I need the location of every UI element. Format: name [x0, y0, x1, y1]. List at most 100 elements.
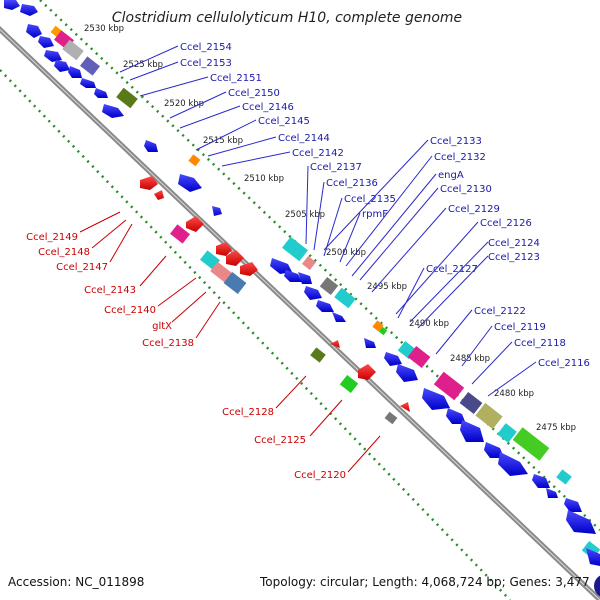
- forward-gene: [378, 326, 388, 336]
- corner-marker: [594, 575, 600, 597]
- forward-gene: [334, 287, 356, 309]
- kbp-label: 2525 kbp: [123, 60, 163, 70]
- forward-gene: [446, 408, 466, 424]
- reverse-gene: [186, 216, 204, 232]
- gene-label: Ccel_2122: [474, 306, 526, 317]
- gene-label: Ccel_2147: [56, 262, 108, 273]
- reverse-gene-labels: Ccel_2149 Ccel_2148 Ccel_2147 Ccel_2143 …: [26, 232, 346, 481]
- forward-gene: [80, 78, 96, 88]
- reverse-label-leaders: [79, 211, 381, 473]
- forward-gene: [475, 402, 503, 430]
- gene-label: Ccel_2133: [430, 136, 482, 147]
- forward-gene: [384, 352, 402, 366]
- genome-summary-text: Topology: circular; Length: 4,068,724 bp…: [259, 575, 590, 589]
- gene-label: Ccel_2144: [278, 133, 330, 144]
- genome-backbone: [0, 26, 600, 600]
- forward-gene: [564, 498, 582, 512]
- reverse-gene: [339, 374, 359, 394]
- forward-gene: [566, 510, 596, 534]
- forward-gene: [20, 4, 38, 16]
- gene-label: Ccel_2143: [84, 285, 136, 296]
- forward-gene: [497, 423, 517, 443]
- kbp-label: 2510 kbp: [244, 174, 284, 184]
- forward-gene: [188, 154, 201, 167]
- reverse-gene: [384, 411, 398, 425]
- gene-label: Ccel_2137: [310, 162, 362, 173]
- accession-text: Accession: NC_011898: [8, 575, 144, 589]
- kbp-scale: 2530 kbp 2525 kbp 2520 kbp 2515 kbp 2510…: [84, 24, 576, 433]
- gene-label: Ccel_2136: [326, 178, 378, 189]
- gene-label: Ccel_2146: [242, 102, 294, 113]
- forward-gene: [298, 272, 312, 284]
- map-title: Clostridium cellulolyticum H10, complete…: [112, 10, 462, 26]
- reverse-gene: [226, 250, 244, 266]
- forward-label-leaders: [119, 45, 537, 397]
- gene-label: Ccel_2126: [480, 218, 532, 229]
- forward-gene: [26, 24, 42, 38]
- reverse-gene: [240, 262, 258, 276]
- gene-label: Ccel_2148: [38, 247, 90, 258]
- gene-label: Ccel_2154: [180, 42, 232, 53]
- forward-gene: [407, 345, 431, 369]
- kbp-label: 2490 kbp: [409, 319, 449, 329]
- gene-label: Ccel_2119: [494, 322, 546, 333]
- forward-gene: [80, 56, 100, 76]
- forward-strand-features: [4, 0, 600, 566]
- gene-label: Ccel_2142: [292, 148, 344, 159]
- forward-gene: [102, 104, 124, 118]
- gene-label: Ccel_2132: [434, 152, 486, 163]
- gene-label: Ccel_2138: [142, 338, 194, 349]
- forward-gene: [68, 66, 82, 78]
- forward-gene: [332, 312, 346, 322]
- forward-gene: [433, 371, 465, 401]
- gene-label: Ccel_2128: [222, 407, 274, 418]
- kbp-label: 2495 kbp: [367, 282, 407, 292]
- forward-gene: [532, 474, 550, 488]
- gene-label: Ccel_2140: [104, 305, 156, 316]
- reverse-gene: [170, 224, 190, 244]
- forward-gene: [270, 258, 292, 274]
- gene-label: Ccel_2127: [426, 264, 478, 275]
- gene-label: Ccel_2145: [258, 116, 310, 127]
- forward-gene: [284, 270, 302, 282]
- forward-gene: [586, 548, 600, 566]
- reverse-gene: [140, 176, 158, 190]
- forward-gene: [319, 276, 339, 296]
- reverse-gene: [154, 190, 164, 200]
- reverse-gene: [223, 271, 247, 295]
- kbp-label: 2505 kbp: [285, 210, 325, 220]
- reverse-gene: [330, 340, 340, 348]
- reverse-strand-features: [140, 176, 410, 425]
- kbp-label: 2515 kbp: [203, 136, 243, 146]
- gene-label: Ccel_2118: [514, 338, 566, 349]
- forward-gene: [372, 320, 384, 332]
- gene-label: Ccel_2125: [254, 435, 306, 446]
- gene-label: Ccel_2150: [228, 88, 280, 99]
- kbp-label: 2475 kbp: [536, 423, 576, 433]
- gene-label: Ccel_2135: [344, 194, 396, 205]
- forward-gene: [282, 236, 308, 262]
- forward-gene: [316, 300, 334, 312]
- gene-label: Ccel_2116: [538, 358, 590, 369]
- gene-label: engA: [438, 170, 464, 181]
- forward-gene: [556, 469, 572, 485]
- kbp-label: 2520 kbp: [164, 99, 204, 109]
- forward-gene: [459, 391, 483, 415]
- reverse-gene: [200, 250, 220, 270]
- gene-label: Ccel_2149: [26, 232, 78, 243]
- forward-gene: [304, 286, 322, 300]
- forward-gene: [512, 427, 550, 461]
- gene-label: Ccel_2120: [294, 470, 346, 481]
- kbp-label: 2500 kbp: [326, 248, 366, 258]
- forward-gene: [94, 88, 108, 98]
- forward-gene: [546, 488, 558, 498]
- gene-label: Ccel_2153: [180, 58, 232, 69]
- forward-gene: [38, 36, 54, 48]
- kbp-label: 2530 kbp: [84, 24, 124, 34]
- gene-label: Ccel_2129: [448, 204, 500, 215]
- forward-gene: [4, 0, 20, 10]
- gene-label: gltX: [152, 321, 172, 332]
- forward-gene: [498, 452, 528, 476]
